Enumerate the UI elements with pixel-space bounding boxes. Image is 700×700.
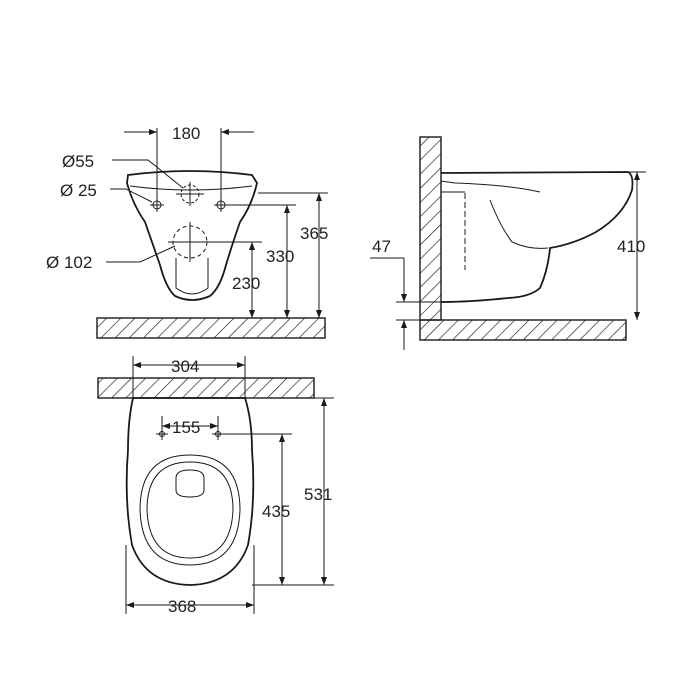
side-view-floor (419, 319, 627, 341)
top-view-seat-outer (139, 454, 241, 566)
top-view-bowl-outline (125, 397, 255, 586)
side-offset-label: 47 (372, 237, 391, 256)
front-top-height-label: 365 (300, 224, 328, 243)
top-bolt-spacing-label: 155 (172, 418, 200, 437)
front-view-rim-line (129, 185, 253, 191)
top-view-wall (97, 377, 315, 399)
side-view-wall (419, 136, 442, 321)
front-view: 180 Ø55 Ø 25 Ø 102 230 330 365 (46, 124, 328, 339)
front-hole-height-label: 330 (266, 247, 294, 266)
front-view-bowl-outline (126, 170, 258, 301)
top-view-seat-inner (146, 461, 234, 559)
front-inlet-diameter-label: Ø 102 (46, 253, 92, 272)
top-depth-to-holes-label: 435 (262, 502, 290, 521)
top-overall-width-label: 368 (168, 597, 196, 616)
top-back-width-label: 304 (171, 357, 199, 376)
front-outlet-height-label: 230 (232, 274, 260, 293)
top-overall-depth-label: 531 (304, 485, 332, 504)
front-view-floor (96, 317, 326, 339)
top-view-flush-opening (175, 469, 205, 498)
side-view-inner-trap (489, 199, 549, 249)
front-center-spacing-label: 180 (172, 124, 200, 143)
side-view-rim-line (440, 180, 541, 193)
front-outlet-diameter-label: Ø55 (62, 152, 94, 171)
front-bolt-diameter-label: Ø 25 (60, 181, 97, 200)
side-view: 410 47 (370, 136, 646, 350)
front-view-inner-trap (175, 258, 209, 295)
side-view-bowl-outline (440, 171, 634, 303)
top-view: 304 155 435 531 368 (97, 356, 334, 616)
side-rim-height-label: 410 (617, 237, 645, 256)
